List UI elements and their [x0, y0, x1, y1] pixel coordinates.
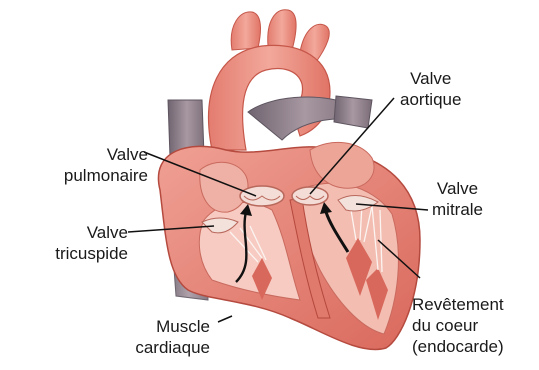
label-valve-mitral: Valve mitrale: [432, 178, 483, 220]
label-valve-aortic: Valve aortique: [400, 68, 461, 110]
label-muscle-cardiac: Muscle cardiaque: [110, 316, 210, 358]
label-valve-pulmonary: Valve pulmonaire: [52, 144, 148, 186]
label-valve-tricuspid: Valve tricuspide: [28, 222, 128, 264]
pulmonary-valve: [240, 186, 284, 206]
label-endocardium: Revêtement du coeur (endocarde): [412, 294, 504, 357]
leader-line-muscle: [218, 316, 232, 322]
aortic-valve: [292, 187, 328, 205]
